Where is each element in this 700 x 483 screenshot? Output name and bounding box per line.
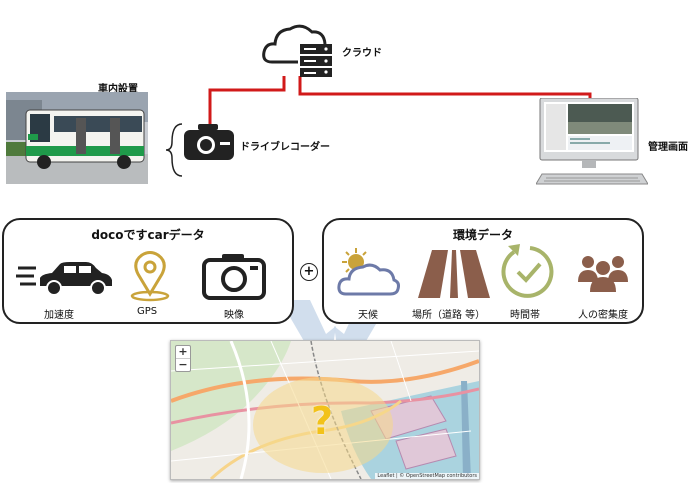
- doco-data-panel: docoですcarデータ 加速度 GPS 映像: [2, 218, 294, 324]
- camera-icon: [202, 252, 266, 300]
- plus-icon: +: [300, 263, 318, 281]
- road-icon: [418, 250, 490, 298]
- label-video: 映像: [224, 306, 244, 321]
- plus-symbol: +: [304, 264, 315, 279]
- environment-data-title: 環境データ: [324, 226, 642, 243]
- people-icon: [576, 254, 630, 292]
- cloud-server-icon: [262, 20, 342, 78]
- zoom-control: + −: [175, 345, 191, 372]
- zoom-out-button[interactable]: −: [176, 358, 190, 371]
- label-time-of-day: 時間帯: [510, 306, 540, 321]
- monitor-label: 管理画面: [648, 138, 688, 153]
- cloud-to-recorder-line: [210, 76, 284, 124]
- clock-icon: [500, 242, 556, 300]
- recorder-label: ドライブレコーダー: [240, 138, 330, 153]
- zoom-in-button[interactable]: +: [176, 346, 190, 358]
- car-icon: [16, 258, 116, 298]
- label-acceleration: 加速度: [44, 306, 74, 321]
- recorder-bracket: [166, 124, 182, 176]
- environment-data-panel: 環境データ 天候 場所（道路 等） 時間帯 人の密集度: [322, 218, 644, 324]
- map-pin-icon: [128, 250, 172, 302]
- map-view[interactable]: ? + − Leaflet | © OpenStreetMap contribu…: [170, 340, 480, 480]
- label-crowd-density: 人の密集度: [578, 306, 628, 321]
- doco-data-title: docoですcarデータ: [4, 226, 292, 243]
- map-attribution[interactable]: Leaflet | © OpenStreetMap contributors: [375, 473, 479, 479]
- cloud-label: クラウド: [342, 44, 382, 59]
- weather-icon: [336, 246, 400, 300]
- dashcam-icon: [184, 124, 234, 160]
- bus-photo: [6, 92, 148, 184]
- label-weather: 天候: [358, 306, 378, 321]
- label-gps: GPS: [137, 306, 157, 317]
- label-place: 場所（道路 等）: [412, 306, 485, 321]
- question-mark: ?: [311, 399, 333, 443]
- monitor-icon: [536, 98, 648, 186]
